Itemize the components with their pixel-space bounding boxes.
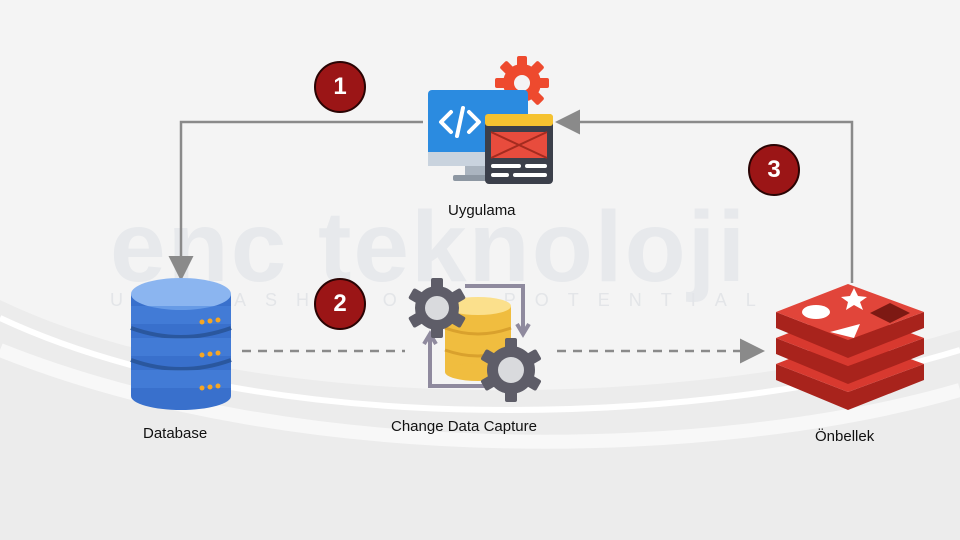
redis-cache-icon	[776, 284, 924, 410]
database-stack-icon	[130, 278, 232, 410]
arrow-app-to-database	[168, 120, 423, 281]
step-number: 3	[767, 156, 781, 183]
node-label-database: Database	[143, 425, 208, 442]
step-number: 2	[333, 290, 347, 317]
step-badge-2: 2	[313, 277, 367, 331]
node-label-cache: Önbellek	[815, 428, 875, 445]
node-label-cdc: Change Data Capture	[391, 418, 537, 435]
arrow-cache-to-app	[555, 109, 854, 283]
cdc-gears-database-icon	[408, 278, 541, 402]
step-badge-1: 1	[313, 60, 367, 114]
step-badge-3: 3	[747, 143, 801, 197]
application-code-window-icon	[428, 56, 553, 184]
step-number: 1	[333, 73, 347, 100]
node-label-application: Uygulama	[448, 202, 516, 219]
